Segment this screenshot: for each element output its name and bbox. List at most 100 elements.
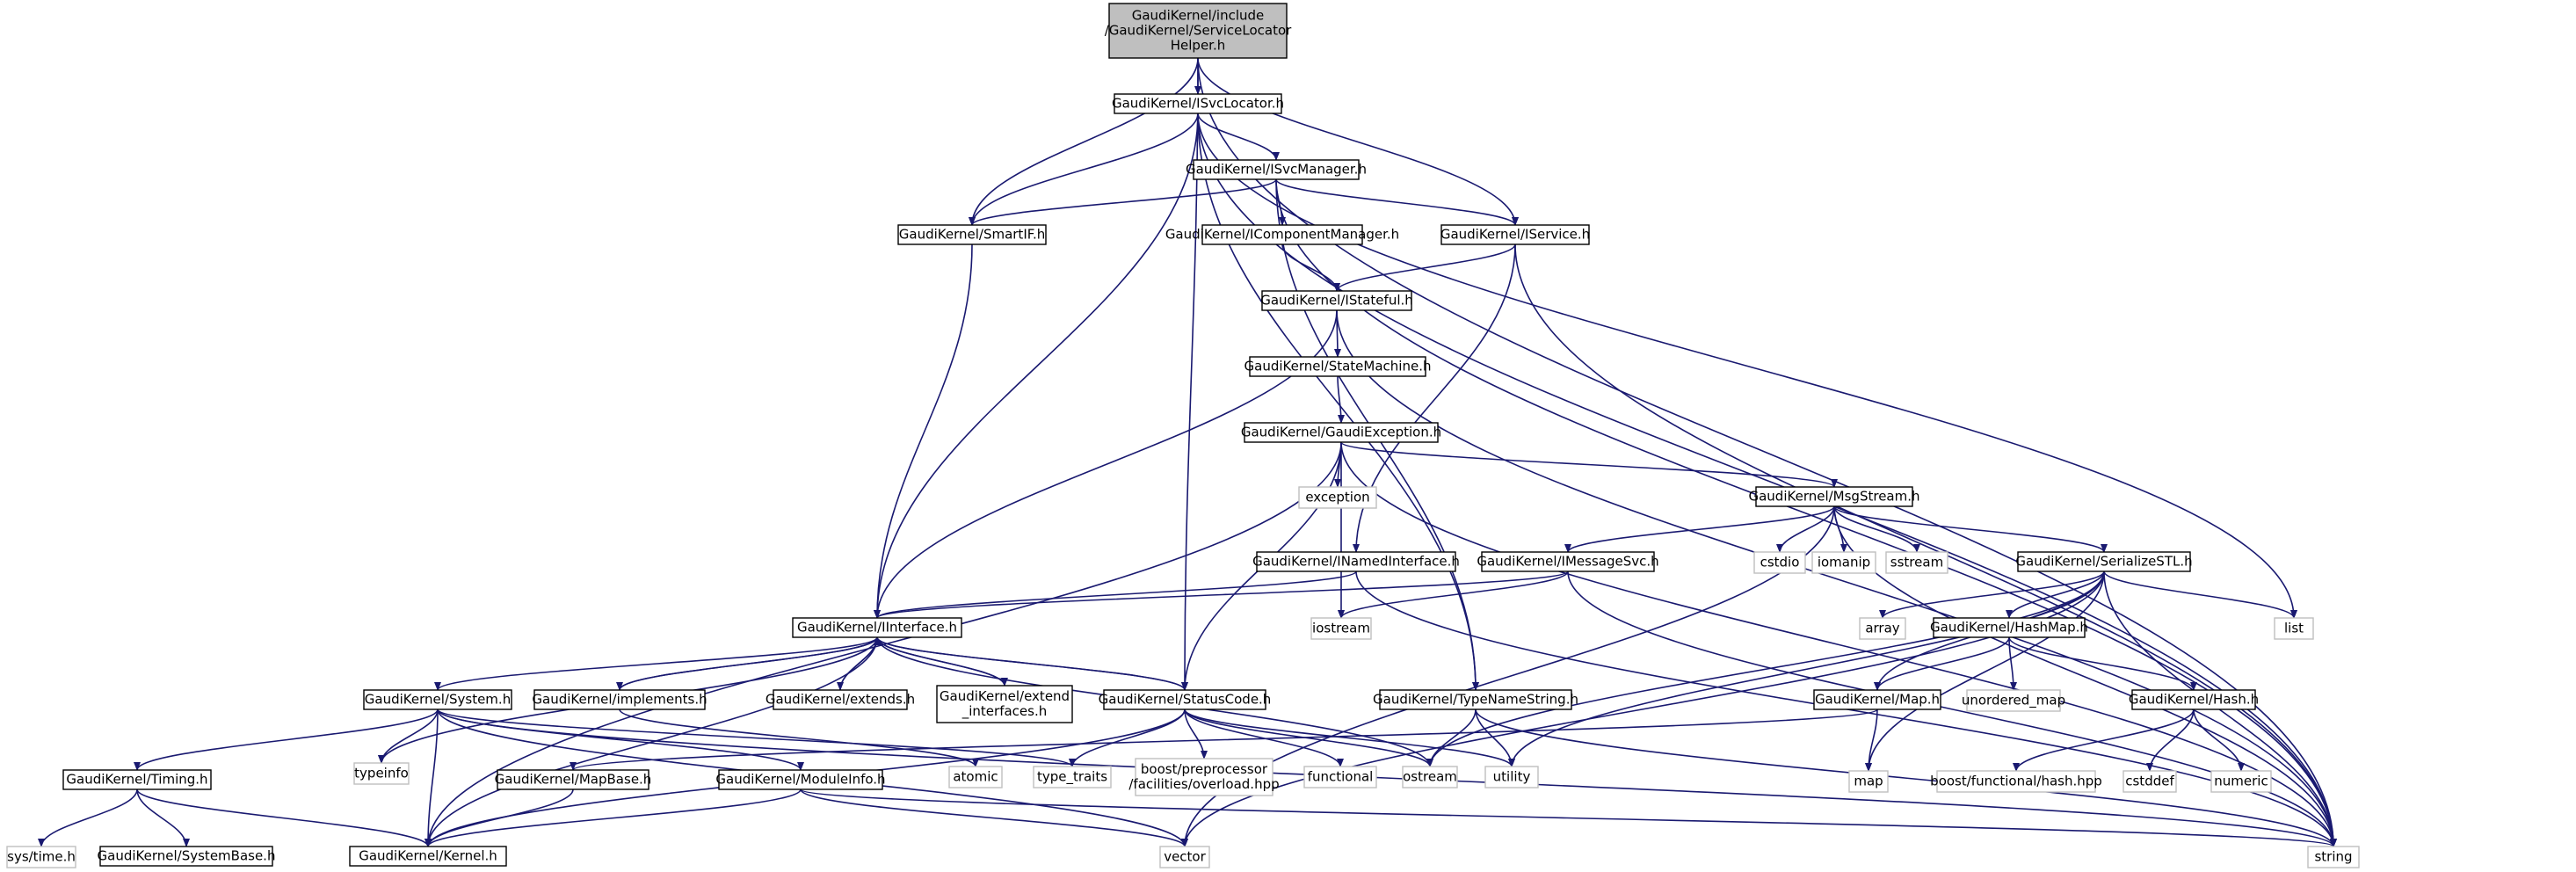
node-timing[interactable]: GaudiKernel/Timing.h — [62, 769, 212, 790]
node-exception: exception — [1298, 486, 1377, 509]
node-kernel[interactable]: GaudiKernel/Kernel.h — [349, 846, 507, 867]
node-extendif[interactable]: GaudiKernel/extend_interfaces.h — [936, 685, 1073, 723]
node-label: vector — [1164, 849, 1206, 865]
node-typename[interactable]: GaudiKernel/TypeNameString.h — [1373, 689, 1578, 710]
node-box — [1755, 486, 1913, 507]
node-box — [1249, 356, 1426, 377]
node-box — [897, 224, 1047, 245]
node-smartif[interactable]: GaudiKernel/SmartIF.h — [897, 224, 1047, 245]
node-label: exception — [1305, 490, 1369, 505]
edge-iinterface-to-kernel — [424, 636, 878, 847]
node-atomic: atomic — [948, 766, 1003, 788]
edge-typename-to-string — [1475, 708, 2337, 847]
edge-isvcmgr-to-string — [1275, 178, 2337, 847]
node-list: list — [2274, 617, 2314, 640]
node-root[interactable]: GaudiKernel/include/GaudiKernel/ServiceL… — [1105, 3, 1292, 59]
node-statuscode[interactable]: GaudiKernel/StatusCode.h — [1099, 689, 1272, 710]
node-iservice[interactable]: GaudiKernel/IService.h — [1440, 224, 1590, 245]
edge-hash_h-to-numeric — [2193, 708, 2245, 772]
node-label: atomic — [953, 769, 998, 785]
edge-serialize-to-list — [2103, 570, 2297, 619]
edge-isvcloc-to-typename — [1197, 113, 1479, 691]
edge-system-to-timing — [134, 708, 439, 771]
node-boostfh: boost/functional/hash.hpp — [1930, 770, 2102, 793]
node-implements[interactable]: GaudiKernel/implements.h — [532, 689, 707, 710]
node-map: map — [1848, 770, 1889, 793]
node-statemachine[interactable]: GaudiKernel/StateMachine.h — [1244, 356, 1432, 377]
node-label: typeinfo — [354, 766, 409, 781]
node-box — [1379, 689, 1572, 710]
node-utility: utility — [1484, 766, 1539, 788]
edge-statuscode-to-boostpp — [1184, 708, 1208, 759]
node-label: GaudiKernel/MapBase.h — [495, 772, 652, 788]
node-hashmap[interactable]: GaudiKernel/HashMap.h — [1930, 617, 2088, 638]
node-box — [1298, 486, 1377, 509]
node-inamedif[interactable]: GaudiKernel/INamedInterface.h — [1252, 551, 1460, 572]
edge-imsgsvc-to-iinterface — [874, 570, 1569, 619]
edge-gaudiexc-to-string — [1340, 441, 2337, 847]
edge-map_h-to-map — [1865, 708, 1878, 772]
node-box — [2131, 689, 2256, 710]
node-gaudiexc[interactable]: GaudiKernel/GaudiException.h — [1241, 422, 1441, 443]
node-box — [1811, 551, 1876, 574]
node-icompmgr[interactable]: GaudiKernel/IComponentManager.h — [1165, 224, 1399, 245]
edge-isvcloc-to-smartif — [969, 113, 1199, 226]
node-box — [62, 769, 212, 790]
node-box — [1859, 617, 1906, 640]
node-sstream: sstream — [1885, 551, 1948, 574]
node-box — [936, 685, 1073, 723]
edge-serialize-to-array — [1879, 570, 2105, 619]
node-label: GaudiKernel/ISvcManager.h — [1186, 162, 1367, 178]
node-box — [948, 766, 1003, 788]
node-cstdio: cstdio — [1753, 551, 1806, 574]
edge-imsgsvc-to-string — [1567, 570, 2337, 847]
node-box — [1201, 224, 1363, 245]
node-numeric: numeric — [2210, 770, 2272, 793]
node-label: GaudiKernel/IService.h — [1440, 227, 1590, 243]
node-mapbase[interactable]: GaudiKernel/MapBase.h — [495, 769, 652, 790]
edge-timing-to-systime — [38, 788, 138, 847]
edge-msgstream-to-sstream — [1833, 505, 1920, 553]
node-label: iostream — [1312, 621, 1370, 636]
node-array: array — [1859, 617, 1906, 640]
edge-statemachine-to-gaudiexc — [1337, 375, 1345, 424]
edge-serialize-to-utility — [1508, 570, 2105, 767]
node-box — [1440, 224, 1590, 245]
node-imsgsvc[interactable]: GaudiKernel/IMessageSvc.h — [1477, 551, 1659, 572]
node-box — [1753, 551, 1806, 574]
edge-timing-to-kernel — [136, 788, 432, 847]
node-isvcmgr[interactable]: GaudiKernel/ISvcManager.h — [1186, 159, 1367, 180]
node-system[interactable]: GaudiKernel/System.h — [363, 689, 512, 710]
node-iinterface[interactable]: GaudiKernel/IInterface.h — [792, 617, 962, 638]
edge-istateful-to-string — [1336, 309, 2337, 847]
node-moduleinfo[interactable]: GaudiKernel/ModuleInfo.h — [715, 769, 886, 790]
node-label: GaudiKernel/IComponentManager.h — [1165, 227, 1399, 243]
edge-inamedif-to-iinterface — [874, 570, 1357, 619]
edge-root-to-string — [1197, 57, 2337, 847]
node-box — [2274, 617, 2314, 640]
node-box — [1033, 766, 1112, 788]
node-label: GaudiKernel/ModuleInfo.h — [715, 772, 885, 788]
node-box — [1244, 422, 1439, 443]
node-hash_h[interactable]: GaudiKernel/Hash.h — [2129, 689, 2259, 710]
node-box — [1813, 689, 1941, 710]
node-box — [1402, 766, 1458, 788]
node-box — [1114, 93, 1282, 114]
node-istateful[interactable]: GaudiKernel/IStateful.h — [1260, 290, 1413, 311]
node-msgstream[interactable]: GaudiKernel/MsgStream.h — [1748, 486, 1920, 507]
node-isvcloc[interactable]: GaudiKernel/ISvcLocator.h — [1112, 93, 1284, 114]
edge-imsgsvc-to-iostream — [1338, 570, 1569, 619]
node-map_h[interactable]: GaudiKernel/Map.h — [1813, 689, 1941, 710]
edge-serialize-to-hashmap — [2006, 570, 2105, 619]
node-box — [99, 846, 273, 867]
node-boostpp: boost/preprocessor/facilities/overload.h… — [1128, 758, 1280, 796]
edge-system-to-typeinfo — [378, 708, 439, 764]
node-serialize[interactable]: GaudiKernel/SerializeSTL.h — [2015, 551, 2193, 572]
edge-extendif-to-iinterface — [874, 636, 1005, 687]
node-label: GaudiKernel/Hash.h — [2129, 692, 2259, 708]
edge-statuscode-to-iinterface — [874, 636, 1186, 691]
node-box — [1848, 770, 1889, 793]
node-label: GaudiKernel/TypeNameString.h — [1373, 692, 1578, 708]
node-sysbase[interactable]: GaudiKernel/SystemBase.h — [98, 846, 276, 867]
node-extends[interactable]: GaudiKernel/extends.h — [766, 689, 915, 710]
